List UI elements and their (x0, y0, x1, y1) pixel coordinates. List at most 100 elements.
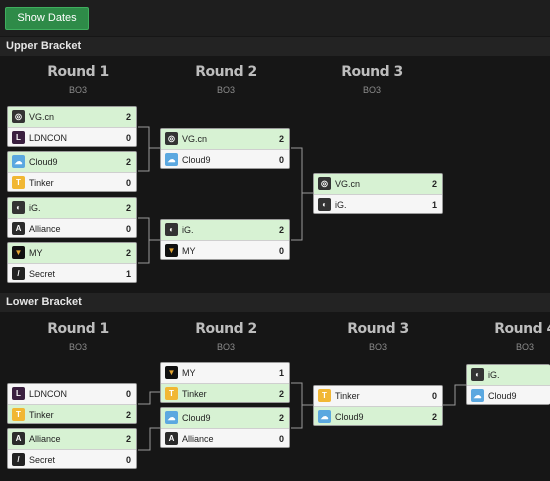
top-toolbar: Show Dates (0, 0, 550, 36)
team-score: 2 (431, 179, 437, 189)
ig-logo-icon: ◐ (12, 201, 25, 214)
team-row[interactable]: ◎ VG.cn 2 (161, 129, 289, 149)
team-name: Cloud9 (182, 155, 211, 165)
team-name: Tinker (29, 410, 54, 420)
team-score: 0 (278, 155, 284, 165)
vg-logo-icon: ◎ (165, 132, 178, 145)
team-row[interactable]: T Tinker 0 (314, 386, 442, 406)
team-score: 1 (278, 368, 284, 378)
upper-bracket-header: Upper Bracket (0, 37, 550, 56)
team-row[interactable]: ▼ MY 1 (161, 363, 289, 383)
team-row[interactable]: / Secret 1 (8, 263, 136, 282)
team-row[interactable]: T Tinker 2 (161, 383, 289, 402)
lower-r4-match-1[interactable]: ◐ iG. ☁ Cloud9 (466, 364, 550, 405)
team-row[interactable]: A Alliance 2 (8, 429, 136, 449)
lower-round-2-format: BO3 (216, 342, 235, 352)
ig-logo-icon: ◐ (165, 223, 178, 236)
team-row[interactable]: ☁ Cloud9 2 (314, 406, 442, 425)
team-name: iG. (488, 370, 500, 380)
team-score: 2 (125, 112, 131, 122)
tinker-logo-icon: T (318, 389, 331, 402)
team-row[interactable]: ◐ iG. (467, 365, 550, 385)
team-score: 0 (125, 455, 131, 465)
team-row[interactable]: ◎ VG.cn 2 (8, 107, 136, 127)
team-row[interactable]: ☁ Cloud9 (467, 385, 550, 404)
upper-round-3-format: BO3 (362, 85, 381, 95)
lower-r1-match-2[interactable]: A Alliance 2 / Secret 0 (7, 428, 137, 469)
ldncon-logo-icon: L (12, 387, 25, 400)
lower-round-4-title: Round 4 (494, 321, 550, 337)
upper-r1-match-2[interactable]: ☁ Cloud9 2 T Tinker 0 (7, 151, 137, 192)
team-row[interactable]: A Alliance 0 (8, 218, 136, 237)
secret-logo-icon: / (12, 267, 25, 280)
secret-logo-icon: / (12, 453, 25, 466)
team-score: 2 (278, 134, 284, 144)
lower-r3-match-1[interactable]: T Tinker 0 ☁ Cloud9 2 (313, 385, 443, 426)
team-name: VG.cn (335, 179, 361, 189)
team-score: 2 (278, 389, 284, 399)
team-score: 0 (125, 178, 131, 188)
upper-r1-match-4[interactable]: ▼ MY 2 / Secret 1 (7, 242, 137, 283)
team-row[interactable]: L LDNCON 0 (8, 384, 136, 404)
team-name: iG. (29, 203, 41, 213)
team-row[interactable]: ◐ iG. 2 (8, 198, 136, 218)
team-score: 2 (431, 412, 437, 422)
ig-logo-icon: ◐ (471, 368, 484, 381)
lower-r2-match-2[interactable]: ☁ Cloud9 2 A Alliance 0 (160, 407, 290, 448)
team-score: 1 (431, 200, 437, 210)
team-name: Alliance (29, 434, 61, 444)
team-name: VG.cn (182, 134, 208, 144)
team-row[interactable]: ▼ MY 2 (8, 243, 136, 263)
team-name: Cloud9 (182, 413, 211, 423)
team-name: Tinker (335, 391, 360, 401)
show-dates-button[interactable]: Show Dates (5, 7, 89, 30)
upper-round-1-format: BO3 (68, 85, 87, 95)
team-row[interactable]: A Alliance 0 (161, 428, 289, 447)
lower-round-1-format: BO3 (68, 342, 87, 352)
team-name: LDNCON (29, 133, 68, 143)
lower-r1-match-1[interactable]: L LDNCON 0 T Tinker 2 (7, 383, 137, 424)
team-score: 0 (125, 133, 131, 143)
team-row[interactable]: ◐ iG. 2 (161, 220, 289, 240)
team-score: 2 (125, 434, 131, 444)
team-row[interactable]: / Secret 0 (8, 449, 136, 468)
team-row[interactable]: T Tinker 0 (8, 172, 136, 191)
team-score: 2 (125, 203, 131, 213)
upper-r2-match-1[interactable]: ◎ VG.cn 2 ☁ Cloud9 0 (160, 128, 290, 169)
cloud9-logo-icon: ☁ (318, 410, 331, 423)
team-name: Cloud9 (488, 391, 517, 401)
team-name: Alliance (182, 434, 214, 444)
cloud9-logo-icon: ☁ (12, 155, 25, 168)
lower-round-1-title: Round 1 (47, 321, 109, 337)
tinker-logo-icon: T (165, 387, 178, 400)
team-name: Secret (29, 455, 56, 465)
team-name: Cloud9 (335, 412, 364, 422)
upper-r1-match-3[interactable]: ◐ iG. 2 A Alliance 0 (7, 197, 137, 238)
team-name: MY (182, 246, 196, 256)
alliance-logo-icon: A (12, 432, 25, 445)
cloud9-logo-icon: ☁ (165, 411, 178, 424)
lower-r2-match-1[interactable]: ▼ MY 1 T Tinker 2 (160, 362, 290, 403)
lower-round-3-title: Round 3 (347, 321, 409, 337)
upper-r1-match-1[interactable]: ◎ VG.cn 2 L LDNCON 0 (7, 106, 137, 147)
team-row[interactable]: ◎ VG.cn 2 (314, 174, 442, 194)
team-row[interactable]: ▼ MY 0 (161, 240, 289, 259)
team-name: Cloud9 (29, 157, 58, 167)
team-name: MY (29, 248, 43, 258)
team-name: MY (182, 368, 196, 378)
team-score: 2 (125, 410, 131, 420)
team-row[interactable]: ☁ Cloud9 0 (161, 149, 289, 168)
upper-r3-match-1[interactable]: ◎ VG.cn 2 ◐ iG. 1 (313, 173, 443, 214)
vg-logo-icon: ◎ (12, 110, 25, 123)
team-row[interactable]: ☁ Cloud9 2 (161, 408, 289, 428)
team-row[interactable]: T Tinker 2 (8, 404, 136, 423)
team-row[interactable]: ☁ Cloud9 2 (8, 152, 136, 172)
vg-logo-icon: ◎ (318, 177, 331, 190)
team-score: 2 (278, 413, 284, 423)
team-name: LDNCON (29, 389, 68, 399)
upper-r2-match-2[interactable]: ◐ iG. 2 ▼ MY 0 (160, 219, 290, 260)
team-score: 0 (278, 434, 284, 444)
team-row[interactable]: ◐ iG. 1 (314, 194, 442, 213)
team-row[interactable]: L LDNCON 0 (8, 127, 136, 146)
